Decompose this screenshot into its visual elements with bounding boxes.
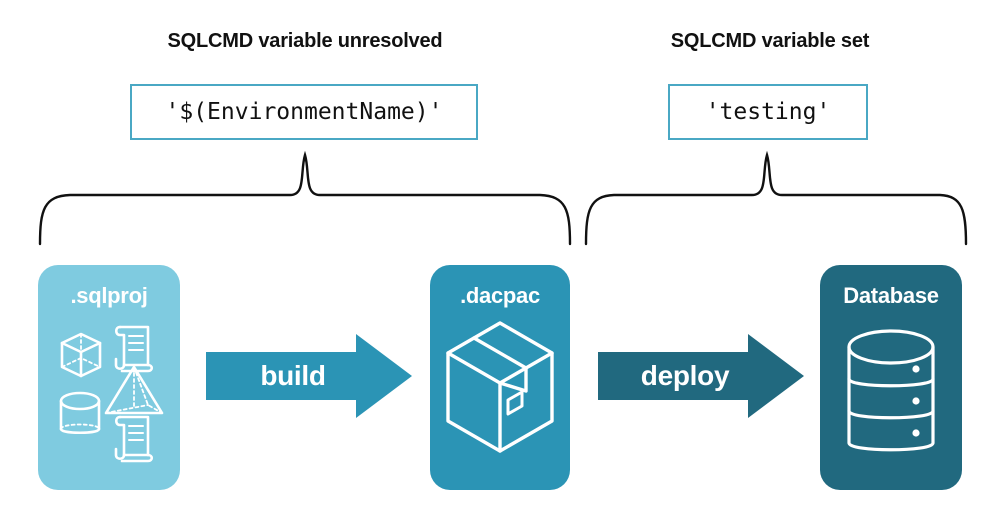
database-artwork — [847, 329, 935, 452]
node-label-sqlproj: .sqlproj — [70, 283, 148, 308]
pyramid-icon — [104, 365, 164, 415]
code-box-unresolved-value: '$(EnvironmentName)' — [130, 84, 478, 140]
cube-icon — [60, 332, 102, 378]
brace-right — [584, 150, 968, 246]
brace-left — [38, 150, 572, 246]
database-cylinder-icon — [847, 329, 935, 452]
node-card-dacpac: .dacpac — [430, 265, 570, 490]
cylinder-icon — [59, 391, 101, 435]
scroll-icon — [114, 325, 154, 373]
sqlproj-artwork — [59, 325, 164, 463]
node-card-database: Database — [820, 265, 962, 490]
arrow-deploy: deploy — [598, 332, 806, 420]
scroll-icon — [114, 415, 154, 463]
dacpac-artwork — [446, 321, 554, 453]
arrow-deploy-shape — [598, 334, 804, 418]
group-title-unresolved: SQLCMD variable unresolved — [167, 30, 443, 52]
package-box-icon — [446, 321, 554, 453]
arrow-build: build — [206, 332, 414, 420]
database-status-dots — [912, 365, 920, 437]
code-box-set-value: 'testing' — [668, 84, 868, 140]
node-label-dacpac: .dacpac — [460, 283, 540, 308]
group-title-set: SQLCMD variable set — [670, 30, 870, 52]
arrow-build-shape — [206, 334, 412, 418]
node-card-sqlproj: .sqlproj — [38, 265, 180, 490]
node-label-database: Database — [843, 283, 939, 308]
